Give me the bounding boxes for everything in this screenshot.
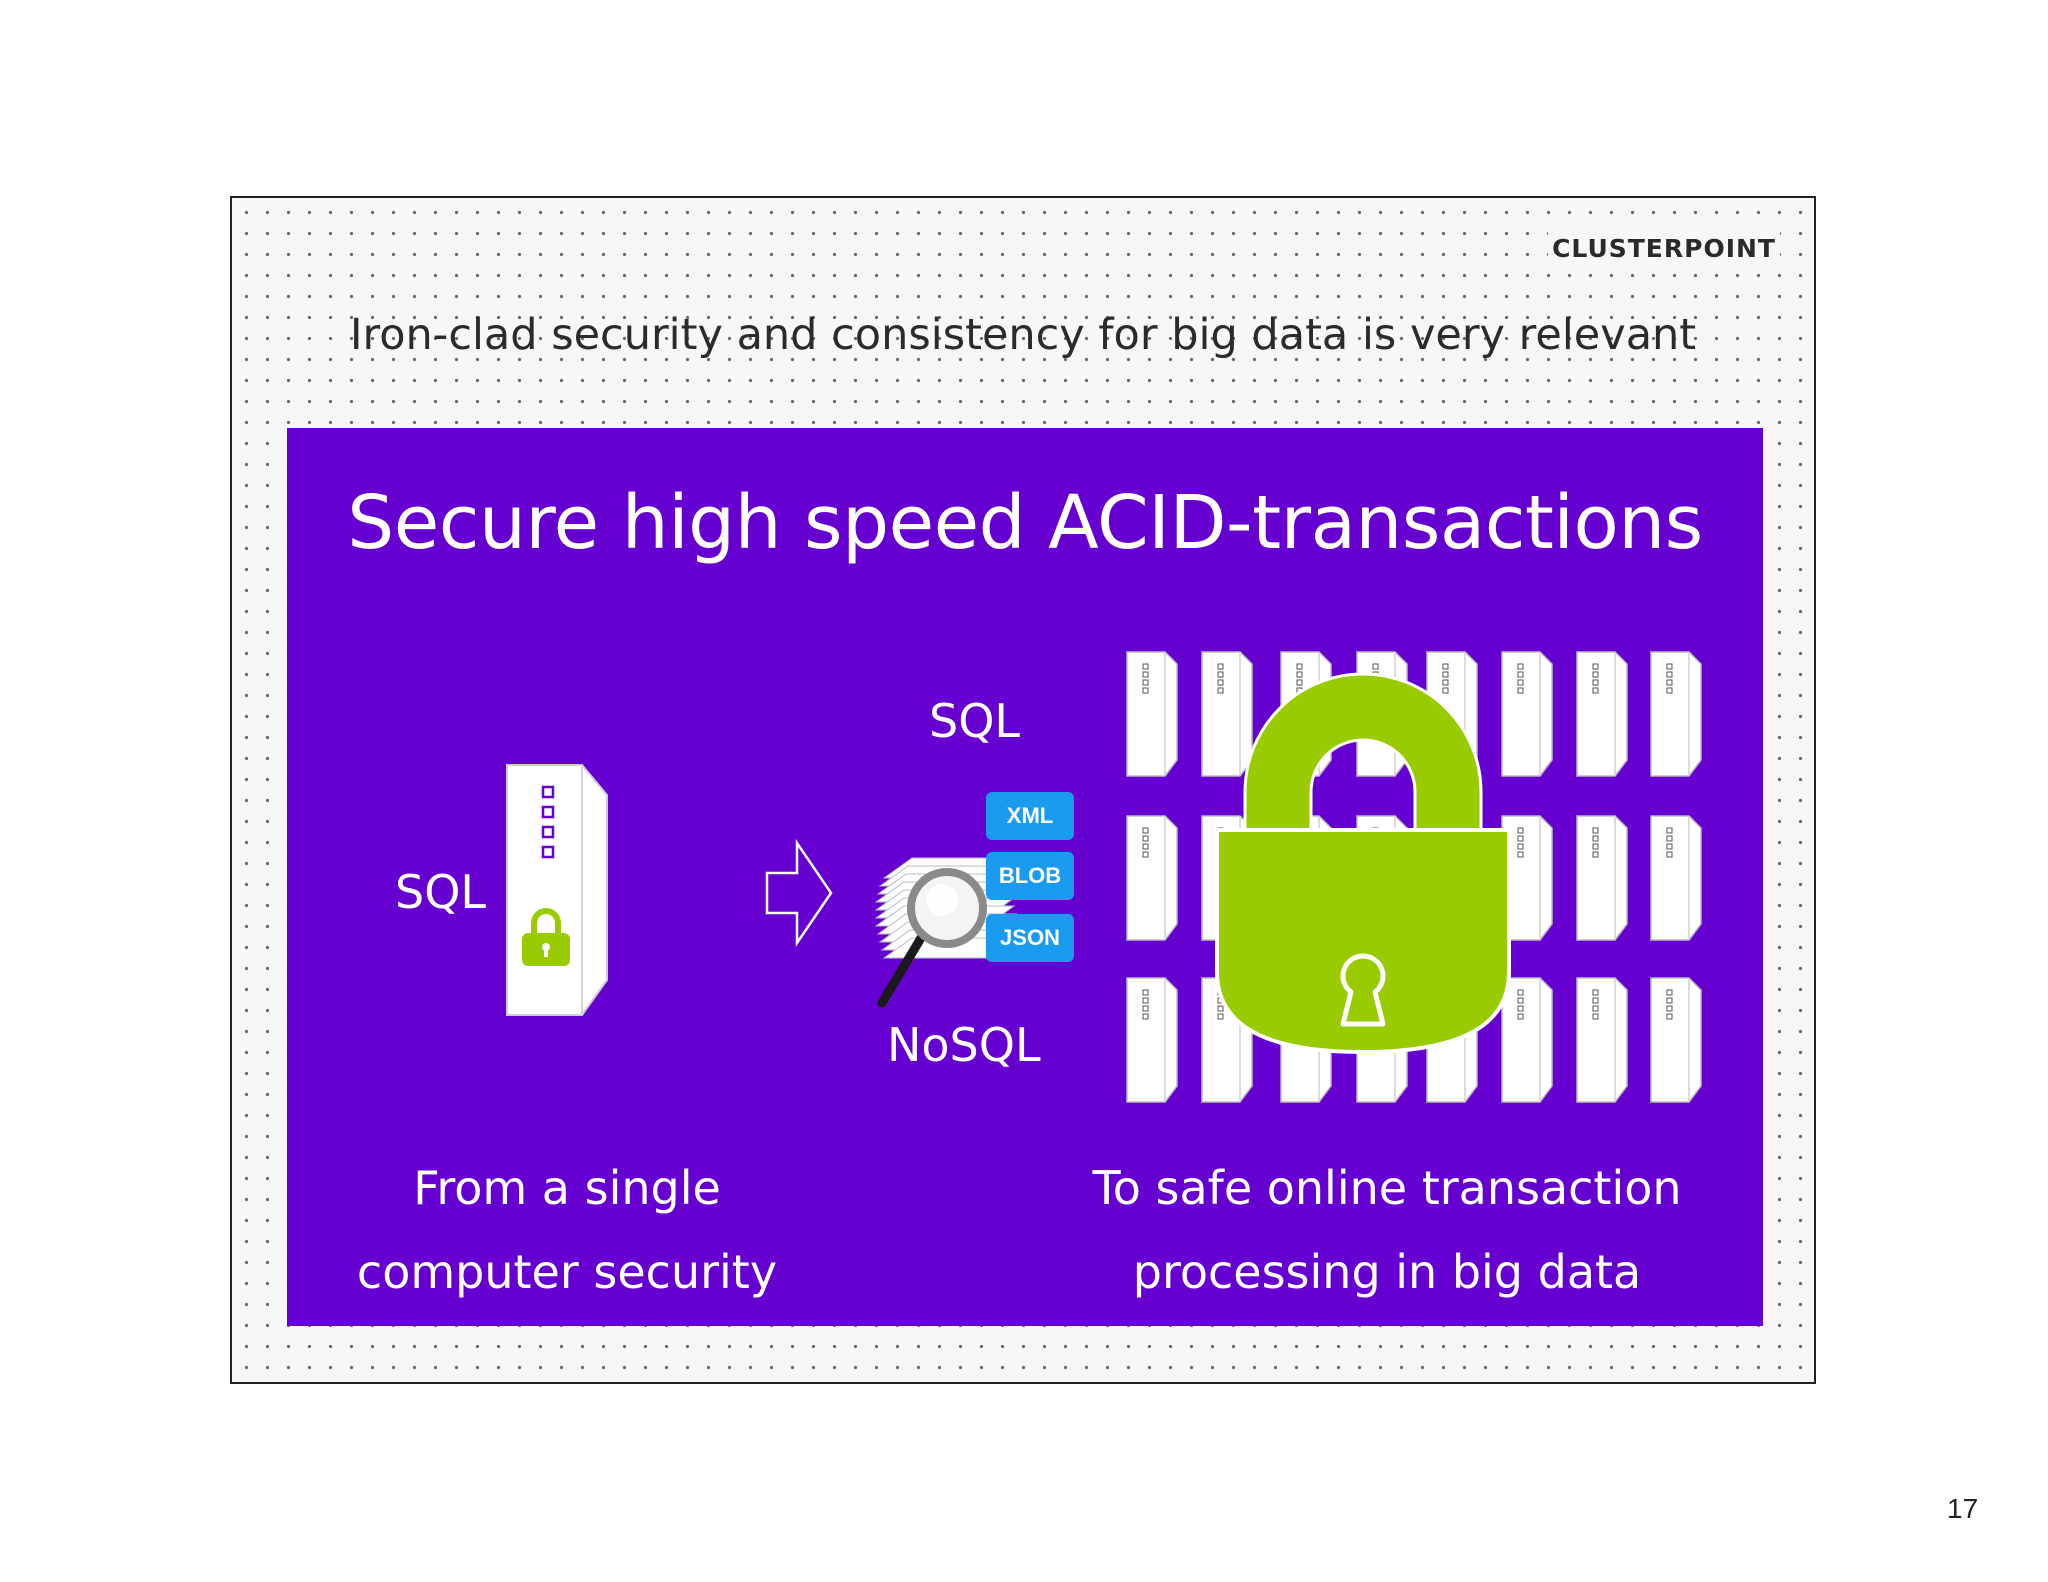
left-caption: From a single computer security xyxy=(327,1146,807,1314)
right-caption-line-2: processing in big data xyxy=(1132,1245,1642,1299)
left-caption-line-1: From a single xyxy=(413,1161,721,1215)
center-sql-label: SQL xyxy=(929,694,1021,748)
cluster-server-icon xyxy=(1650,977,1702,1103)
cluster-server-icon xyxy=(1126,815,1178,941)
right-caption: To safe online transaction processing in… xyxy=(1087,1146,1687,1314)
cluster-server-icon xyxy=(1576,651,1628,777)
slide: CLUSTERPOINT Iron-clad security and cons… xyxy=(230,196,1816,1384)
server-icon xyxy=(506,764,608,1016)
left-sql-label: SQL xyxy=(395,865,487,919)
server-cluster xyxy=(1126,651,1702,1103)
cluster-server-icon xyxy=(1650,815,1702,941)
cluster-server-icon xyxy=(1501,977,1553,1103)
left-caption-line-2: computer security xyxy=(356,1245,778,1299)
right-caption-line-1: To safe online transaction xyxy=(1092,1161,1682,1215)
cluster-server-icon xyxy=(1201,651,1253,777)
xml-tag: XML xyxy=(986,792,1074,840)
brand-logo: CLUSTERPOINT xyxy=(1548,232,1780,265)
cluster-server-icon xyxy=(1576,815,1628,941)
cluster-server-icon xyxy=(1126,977,1178,1103)
cluster-server-icon xyxy=(1650,651,1702,777)
cluster-server-icon xyxy=(1576,977,1628,1103)
content-panel: Secure high speed ACID-transactions SQL … xyxy=(287,428,1763,1326)
cluster-server-icon xyxy=(1501,651,1553,777)
page-number: 17 xyxy=(1947,1493,1979,1524)
lock-icon xyxy=(522,908,570,966)
arrow-right-icon xyxy=(765,838,833,948)
panel-title: Secure high speed ACID-transactions xyxy=(347,480,1703,566)
cluster-server-icon xyxy=(1126,651,1178,777)
json-tag: JSON xyxy=(986,914,1074,962)
large-lock-icon xyxy=(1215,672,1511,1055)
slide-subtitle: Iron-clad security and consistency for b… xyxy=(349,310,1697,360)
center-nosql-label: NoSQL xyxy=(887,1018,1041,1072)
magnifier-icon xyxy=(877,868,987,1008)
blob-tag: BLOB xyxy=(986,852,1074,900)
